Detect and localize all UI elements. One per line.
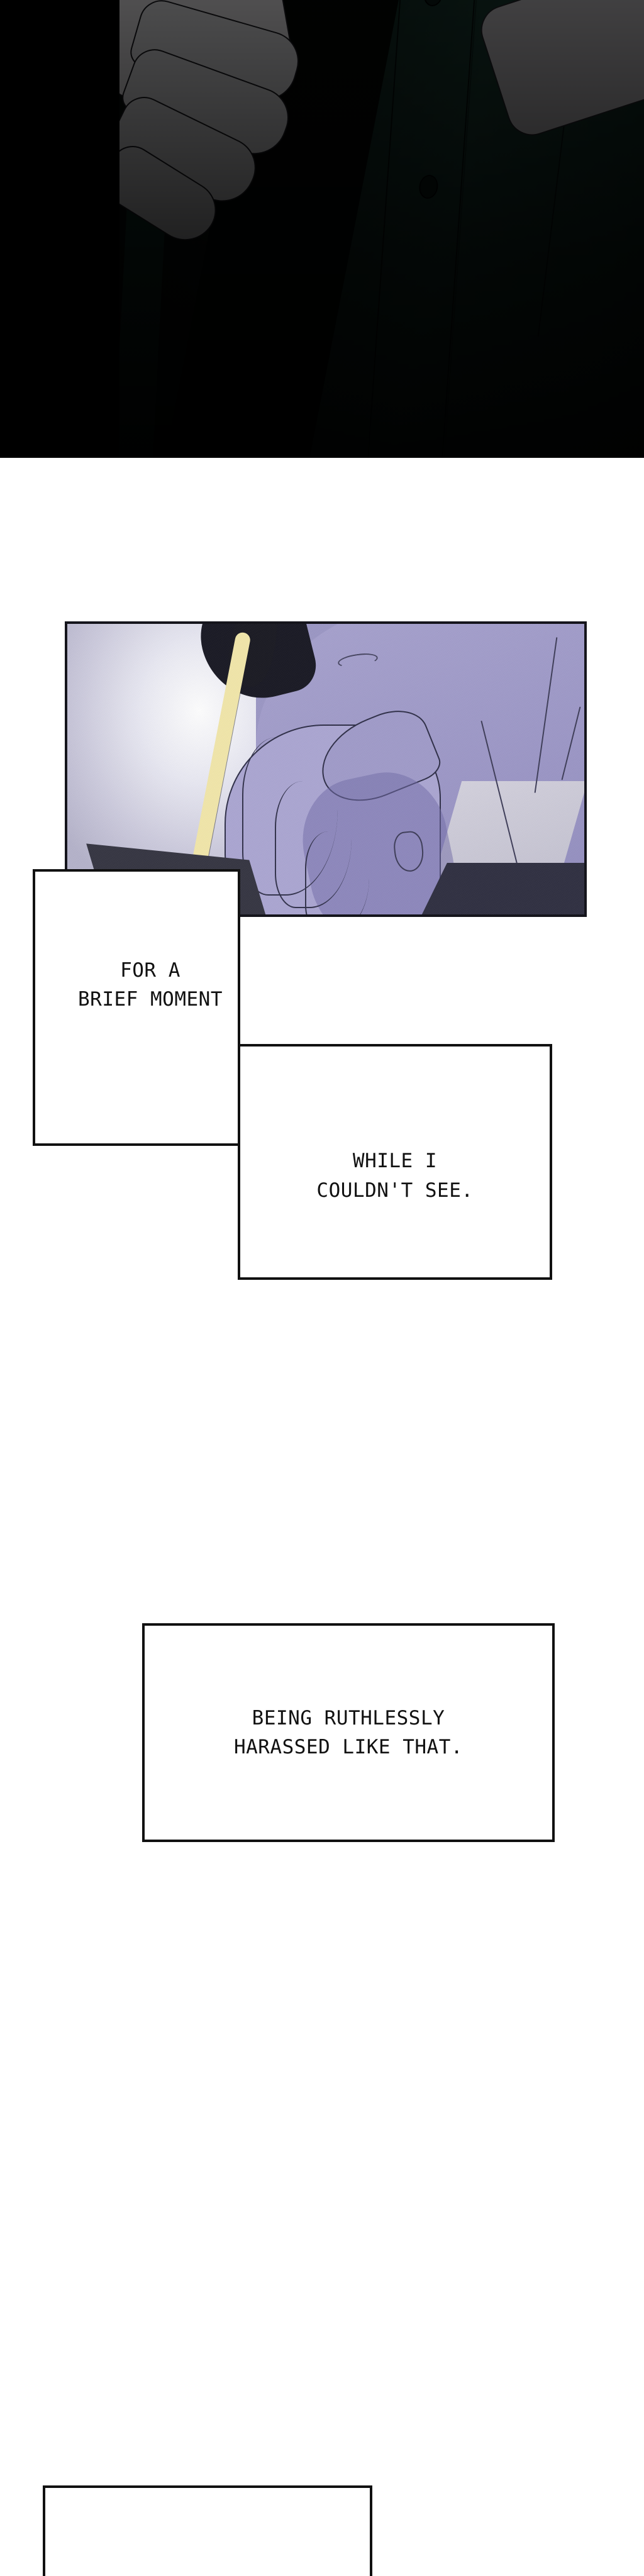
caption-text: BEING RUTHLESSLY HARASSED LIKE THAT. (233, 1706, 464, 1759)
caption-box-being-ruthlessly-harassed: BEING RUTHLESSLY HARASSED LIKE THAT. (142, 1623, 555, 1842)
caption-text: WHILE I COULDN'T SEE. (316, 1150, 474, 1202)
caption-box-for-a-brief-moment: FOR A BRIEF MOMENT (33, 869, 240, 1146)
panel-dark-hand-artwork (0, 0, 644, 458)
caption-box-while-i-couldnt-see: WHILE I COULDN'T SEE. (238, 1044, 552, 1280)
knuckle-line (305, 831, 369, 914)
caption-text: FOR A BRIEF MOMENT (78, 958, 223, 1011)
coat-seam (440, 0, 477, 458)
hand-illustration (75, 0, 377, 340)
coat-button (418, 175, 439, 199)
caption-box-all-these-things: ALL THESE THINGS (43, 2485, 372, 2576)
left-black-mask (0, 0, 119, 458)
coat-button (423, 0, 444, 6)
